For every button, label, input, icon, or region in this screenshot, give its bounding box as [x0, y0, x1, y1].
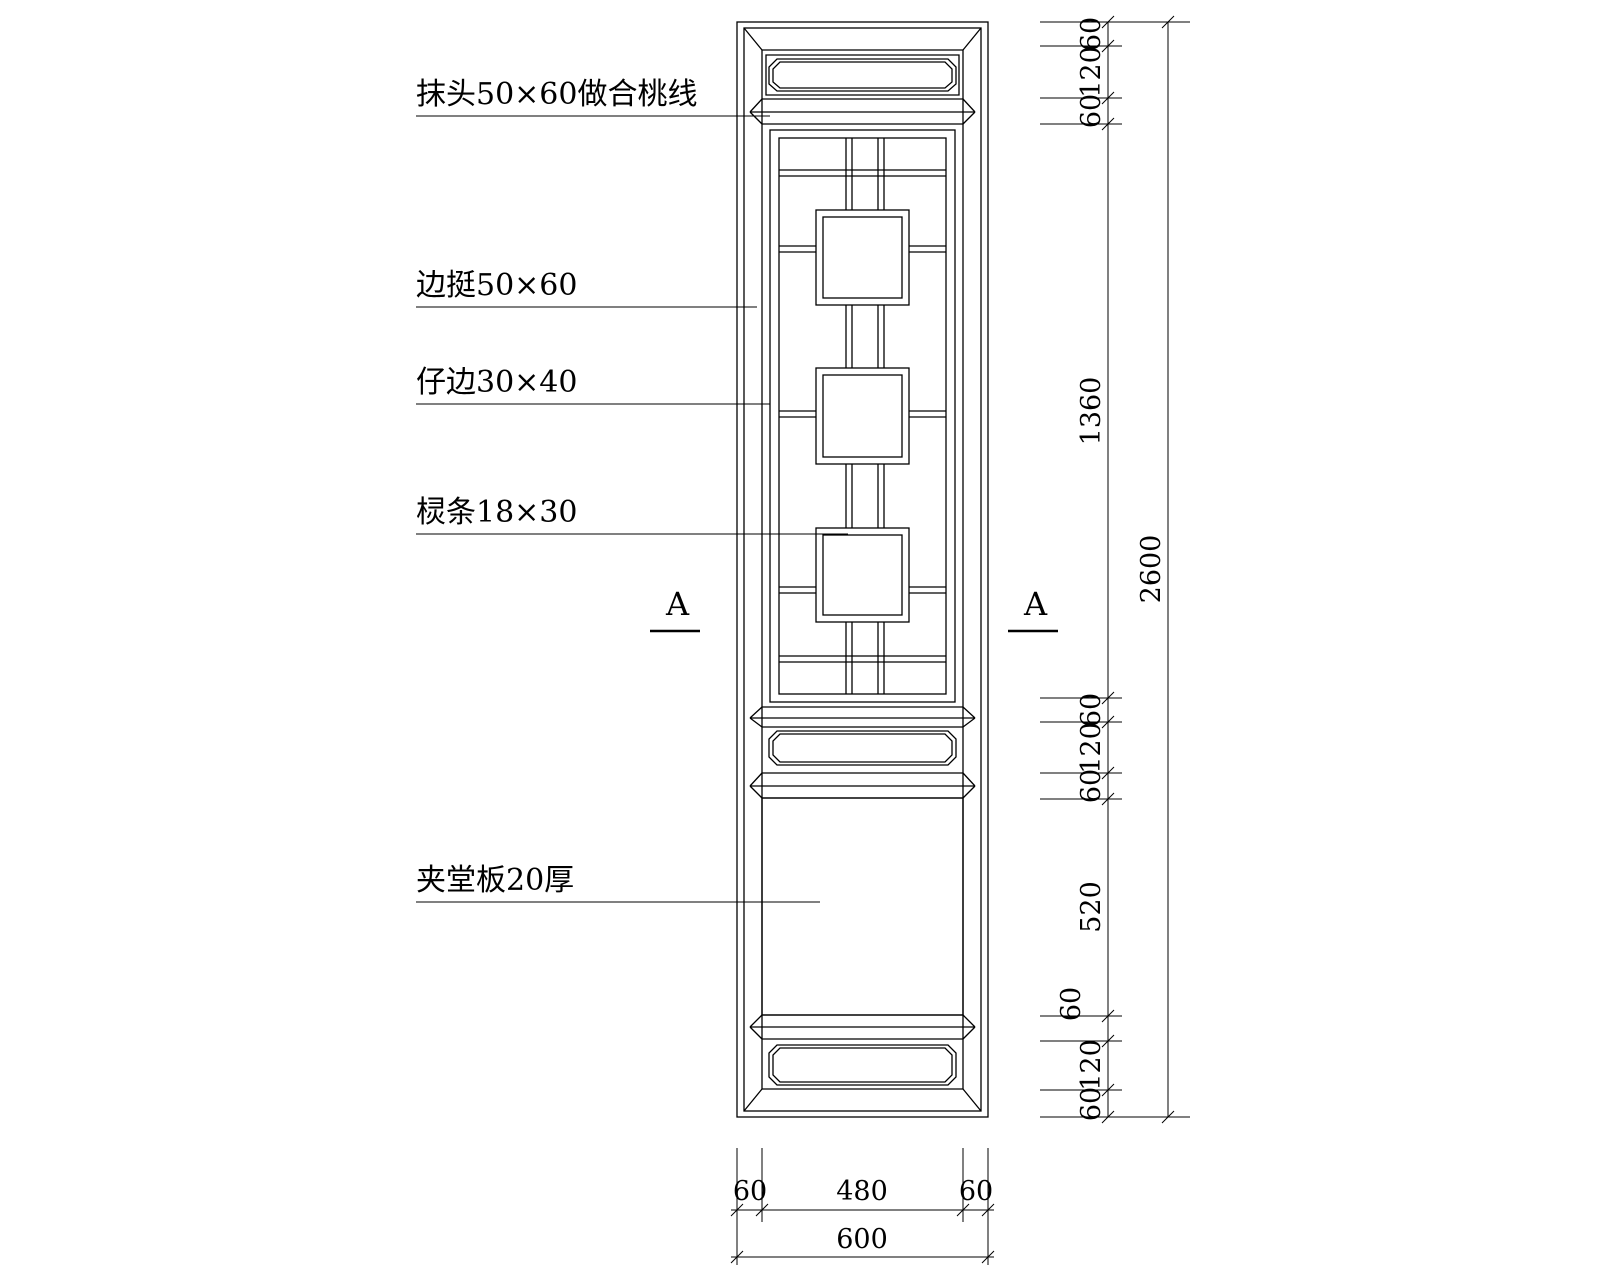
top-panel — [765, 54, 960, 96]
dim-v-5: 60 — [1076, 693, 1107, 727]
rail-3 — [749, 706, 976, 728]
dim-v-overall: 2600 — [1136, 535, 1167, 604]
dim-v-10: 120 — [1076, 1039, 1107, 1091]
label-inner-frame: 仔边30×40 — [416, 365, 577, 400]
middle-panel — [768, 730, 957, 766]
section-letter-left: A — [665, 585, 690, 623]
door-outline — [736, 21, 989, 1118]
label-panel: 夹堂板20厚 — [416, 863, 574, 898]
label-stile: 边挺50×60 — [416, 268, 577, 303]
lattice-square-1 — [779, 209, 946, 306]
dim-h-1: 60 — [733, 1176, 767, 1207]
section-mark-right: A — [1008, 585, 1058, 633]
rail-5 — [749, 1014, 976, 1040]
rail-4 — [749, 772, 976, 799]
dim-v-9: 60 — [1056, 987, 1087, 1021]
door-outline-inner — [743, 27, 982, 1112]
dim-v-6: 120 — [1076, 722, 1107, 774]
door-leaf — [736, 21, 989, 1118]
section-mark-left: A — [650, 585, 700, 633]
dim-v-3: 60 — [1076, 94, 1107, 128]
horizontal-dimensions: 60 480 60 600 — [730, 1148, 995, 1265]
lattice-square-3 — [779, 527, 946, 623]
dim-v-4: 1360 — [1076, 377, 1107, 446]
section-letter-right: A — [1023, 585, 1048, 623]
dim-v-2: 120 — [1076, 46, 1107, 98]
lower-panel — [761, 797, 964, 1016]
label-top-rail: 抹头50×60做合桃线 — [416, 77, 697, 112]
dim-h-3: 60 — [959, 1176, 993, 1207]
lattice-window — [769, 129, 956, 703]
dim-h-overall: 600 — [836, 1224, 888, 1255]
inner-frame — [769, 129, 956, 703]
annotations: 抹头50×60做合桃线 边挺50×60 仔边30×40 棂条18×30 夹堂板2… — [416, 77, 848, 903]
dim-v-8: 520 — [1076, 881, 1107, 933]
bottom-panel — [743, 1044, 982, 1112]
dim-h-2: 480 — [836, 1176, 888, 1207]
dim-v-11: 60 — [1076, 1087, 1107, 1121]
label-lattice-bar: 棂条18×30 — [416, 495, 577, 530]
dim-v-7: 60 — [1076, 769, 1107, 803]
dim-v-1: 60 — [1076, 17, 1107, 51]
vertical-dimensions: 60 120 60 1360 60 120 60 520 60 120 60 2… — [1040, 15, 1190, 1124]
top-rail — [743, 27, 982, 51]
lattice-square-2 — [779, 367, 946, 465]
rail-2 — [749, 98, 976, 125]
